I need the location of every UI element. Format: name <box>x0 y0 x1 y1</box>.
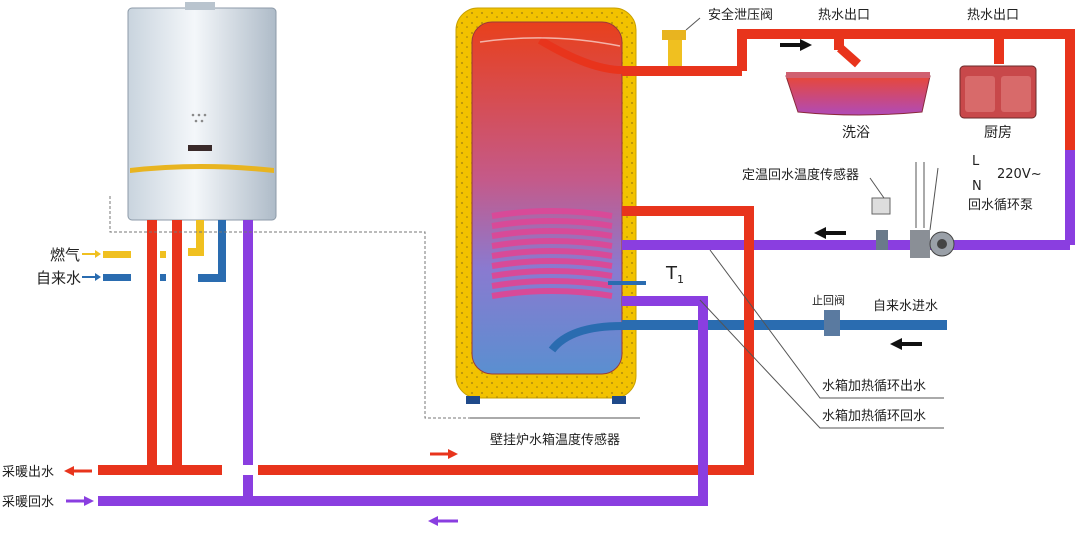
wall-boiler <box>127 2 277 221</box>
boiler-hot-pipe <box>172 220 182 475</box>
label-heating-return: 采暖回水 <box>2 495 54 510</box>
flow-arrows <box>64 39 922 526</box>
label-L: L <box>972 154 980 169</box>
tap-water-in-pipe <box>622 320 947 330</box>
boiler-return-pipe <box>243 220 253 506</box>
tank-heat-return-pipe <box>622 296 702 306</box>
tank-heat-out-pipe <box>622 206 754 216</box>
gas-inlet <box>82 250 166 258</box>
boiler-heating-out-pipe <box>147 220 157 475</box>
label-hot-outlet-1: 热水出口 <box>818 8 870 23</box>
label-circ-pump: 回水循环泵 <box>968 198 1033 213</box>
label-tap-water-left: 自来水 <box>36 269 81 287</box>
label-tap-water-in: 自来水进水 <box>873 299 938 314</box>
label-hot-outlet-2: 热水出口 <box>967 8 1019 23</box>
label-safety-valve: 安全泄压阀 <box>708 7 773 23</box>
label-tank-heat-return: 水箱加热循环回水 <box>822 408 926 424</box>
bath-basin <box>785 72 931 116</box>
circulation-pump-icon <box>910 230 955 258</box>
tap-water-inlet <box>82 273 166 281</box>
storage-tank <box>455 7 637 404</box>
label-kitchen: 厨房 <box>984 125 1012 141</box>
label-heating-out: 采暖出水 <box>2 465 54 480</box>
label-t1: T1 <box>665 263 684 286</box>
label-check-valve: 止回阀 <box>812 293 845 307</box>
label-boiler-tank-sensor: 壁挂炉水箱温度传感器 <box>490 432 620 448</box>
safety-valve-icon <box>662 30 686 66</box>
circulation-return-pipe <box>744 240 1070 250</box>
heating-return-pipe <box>98 496 708 506</box>
label-gas: 燃气 <box>50 246 80 264</box>
label-N: N <box>972 179 982 194</box>
label-return-sensor: 定温回水温度传感器 <box>742 167 859 183</box>
check-valve-icon <box>824 310 840 336</box>
kitchen-sink <box>959 65 1037 119</box>
label-voltage: 220V~ <box>997 167 1042 182</box>
label-tank-heat-out: 水箱加热循环出水 <box>822 378 926 394</box>
t1-sensor <box>608 281 646 285</box>
return-sensor-icon <box>871 197 891 250</box>
label-bath: 洗浴 <box>842 125 870 141</box>
